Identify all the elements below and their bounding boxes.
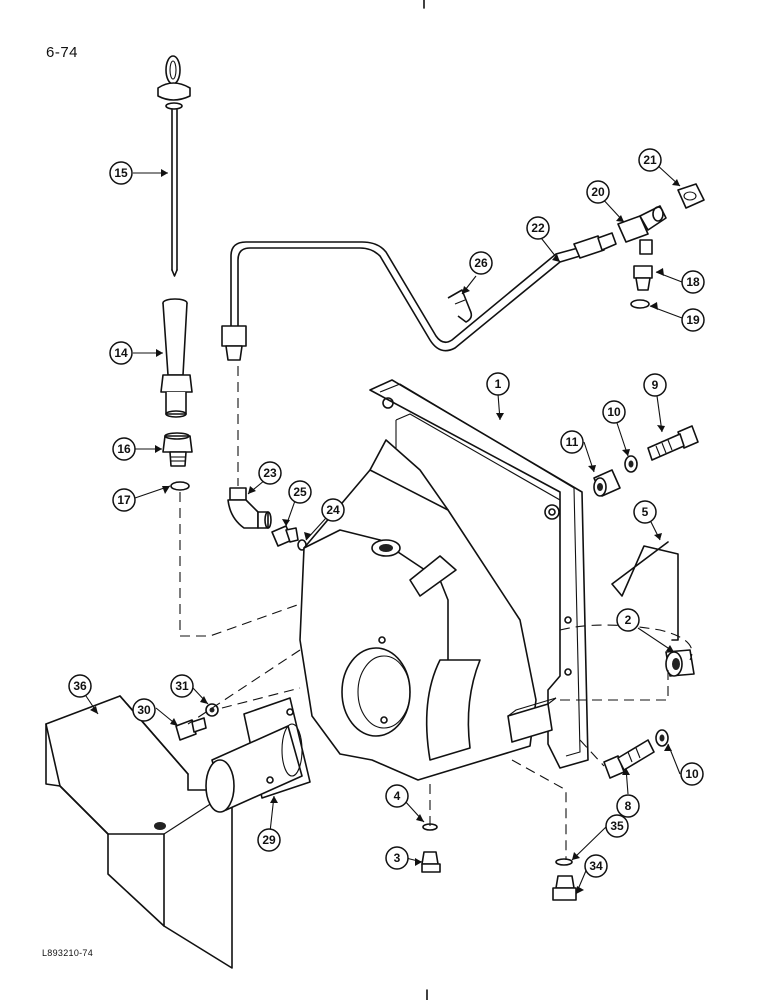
svg-text:17: 17: [117, 493, 131, 507]
hex-nut: [677, 183, 705, 209]
callout-29: 29: [257, 828, 281, 852]
callout-18: 18: [681, 270, 705, 294]
svg-text:4: 4: [394, 789, 401, 803]
shield-bolt: [175, 717, 207, 741]
svg-text:21: 21: [643, 153, 657, 167]
tube-clip: [447, 289, 473, 323]
lever-rod: [611, 541, 679, 641]
callout-20: 20: [586, 180, 610, 204]
callout-4: 4: [385, 784, 409, 808]
plug-washer: [555, 858, 573, 866]
bolt-lower: [603, 739, 655, 779]
svg-text:26: 26: [474, 256, 488, 270]
shield: [45, 695, 233, 969]
svg-text:31: 31: [175, 679, 189, 693]
svg-text:11: 11: [566, 435, 579, 449]
straight-connector: [271, 525, 299, 547]
spacer: [593, 469, 621, 497]
callout-16: 16: [112, 437, 136, 461]
svg-text:1: 1: [495, 377, 502, 391]
svg-text:18: 18: [686, 275, 700, 289]
bolt-upper: [647, 425, 699, 461]
gear-housing: [299, 379, 589, 781]
svg-text:9: 9: [652, 378, 659, 392]
svg-text:5: 5: [642, 505, 649, 519]
svg-text:8: 8: [625, 799, 632, 813]
adapter-fitting: [162, 432, 193, 467]
callout-35: 35: [605, 814, 629, 838]
callout-10-lower: 10: [680, 762, 704, 786]
shield-washer: [205, 703, 219, 717]
tee-fitting: [617, 205, 667, 255]
callout-8: 8: [616, 794, 640, 818]
callout-1: 1: [486, 372, 510, 396]
svg-text:30: 30: [137, 703, 151, 717]
svg-text:10: 10: [685, 767, 699, 781]
bushing: [665, 649, 695, 677]
callout-23: 23: [258, 461, 282, 485]
svg-text:19: 19: [686, 313, 700, 327]
page-number: 6-74: [46, 44, 79, 61]
callout-9: 9: [643, 373, 667, 397]
callout-26: 26: [469, 251, 493, 275]
callout-2: 2: [616, 608, 640, 632]
svg-text:23: 23: [263, 466, 277, 480]
svg-text:34: 34: [589, 859, 603, 873]
dipstick: [157, 55, 191, 277]
callout-21: 21: [638, 148, 662, 172]
arrowheads: [90, 169, 680, 894]
dipstick-tube: [160, 298, 193, 418]
svg-text:14: 14: [114, 346, 128, 360]
callout-31: 31: [170, 674, 194, 698]
callout-5: 5: [633, 500, 657, 524]
svg-text:15: 15: [114, 166, 128, 180]
callout-36: 36: [68, 674, 92, 698]
svg-text:24: 24: [326, 503, 340, 517]
svg-text:36: 36: [73, 679, 87, 693]
callouts: 15 14 16 17 23 25 24 26 22 20 21 18 19 1…: [68, 148, 705, 878]
vent-line: [221, 232, 617, 361]
washer-lower: [655, 729, 669, 747]
svg-text:3: 3: [394, 851, 401, 865]
callout-10-upper: 10: [602, 400, 626, 424]
sleeve-flange: [205, 697, 311, 813]
callout-22: 22: [526, 216, 550, 240]
callout-24: 24: [321, 498, 345, 522]
callout-3: 3: [385, 846, 409, 870]
washer: [630, 299, 650, 309]
callout-19: 19: [681, 308, 705, 332]
callout-34: 34: [584, 854, 608, 878]
o-ring: [170, 481, 190, 491]
svg-text:29: 29: [262, 833, 276, 847]
connector-fitting: [633, 265, 653, 291]
callout-15: 15: [109, 161, 133, 185]
callout-25: 25: [288, 480, 312, 504]
figure-code: L893210-74: [42, 948, 94, 958]
svg-text:35: 35: [610, 819, 624, 833]
callout-17: 17: [112, 488, 136, 512]
drain-plug: [421, 851, 441, 873]
svg-text:2: 2: [625, 613, 632, 627]
elbow-fitting: [227, 487, 272, 529]
svg-text:20: 20: [591, 185, 605, 199]
svg-text:22: 22: [531, 221, 545, 235]
plug: [552, 875, 577, 901]
svg-text:25: 25: [293, 485, 307, 499]
callout-30: 30: [132, 698, 156, 722]
svg-text:16: 16: [117, 442, 131, 456]
callout-14: 14: [109, 341, 133, 365]
svg-text:10: 10: [607, 405, 621, 419]
callout-11: 11: [560, 430, 584, 454]
washer-upper: [624, 455, 638, 473]
assembly-lines: [179, 366, 693, 860]
